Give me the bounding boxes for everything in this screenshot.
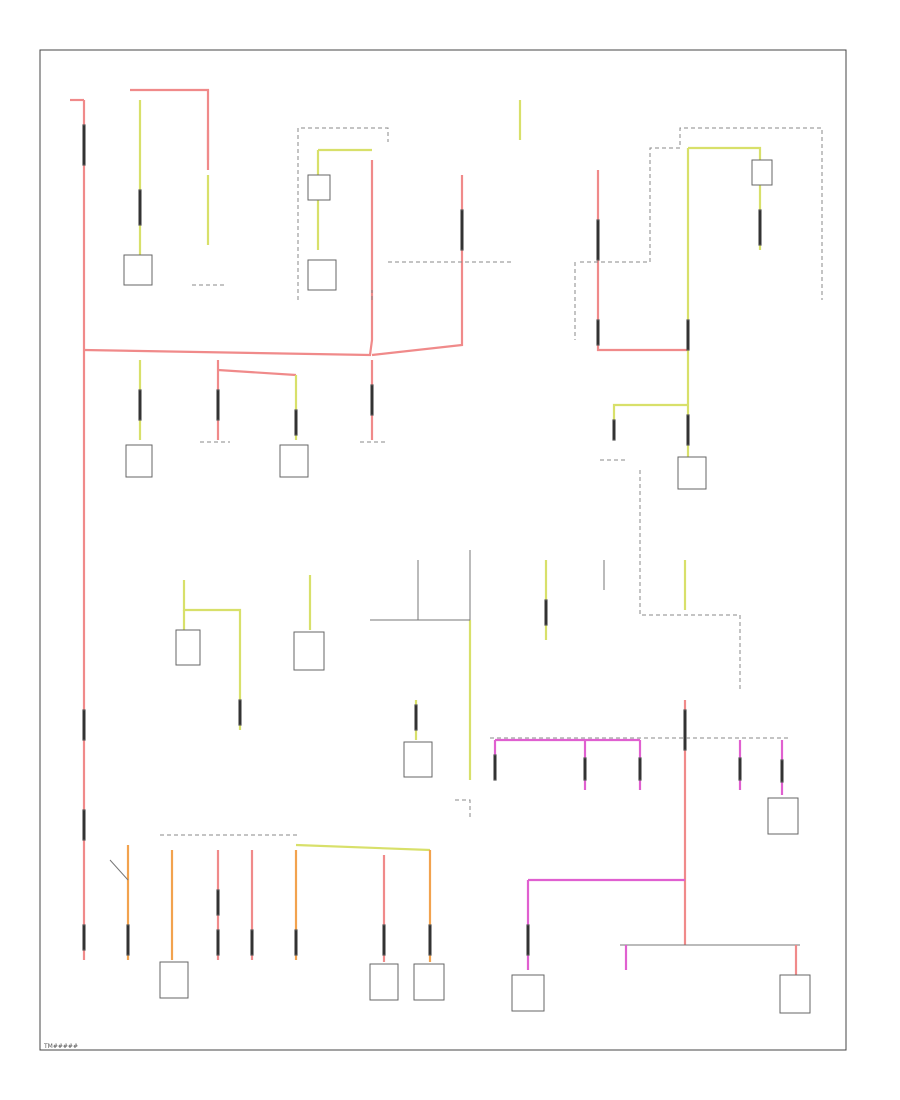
relay-box — [307, 174, 331, 201]
component-box — [125, 444, 153, 478]
main-feed-wire-left — [70, 88, 464, 960]
component-box — [123, 254, 153, 286]
component-box — [307, 259, 337, 291]
component-box — [511, 974, 545, 1012]
component-box — [413, 963, 445, 1001]
connector-segments-left — [82, 124, 86, 951]
violet-bus-lower-right — [455, 700, 811, 1014]
top-left-fuse-circuit — [123, 100, 225, 286]
middle-fuse-row — [175, 470, 741, 780]
component-box — [159, 961, 189, 999]
component-box — [403, 741, 433, 778]
branch-circuits-middle — [125, 360, 385, 478]
top-right-circuit — [518, 100, 823, 490]
component-box — [779, 974, 811, 1014]
component-box — [677, 456, 707, 490]
diagram-frame — [39, 49, 847, 1051]
fuse-box-top-middle — [297, 127, 512, 300]
component-box — [279, 444, 309, 478]
component-box — [293, 631, 325, 671]
component-box — [767, 797, 799, 835]
relay-box — [751, 159, 773, 186]
component-box — [175, 629, 201, 666]
bottom-left-circuits — [109, 834, 445, 1001]
page-code: TM##### — [43, 1043, 78, 1050]
component-box — [369, 963, 399, 1001]
